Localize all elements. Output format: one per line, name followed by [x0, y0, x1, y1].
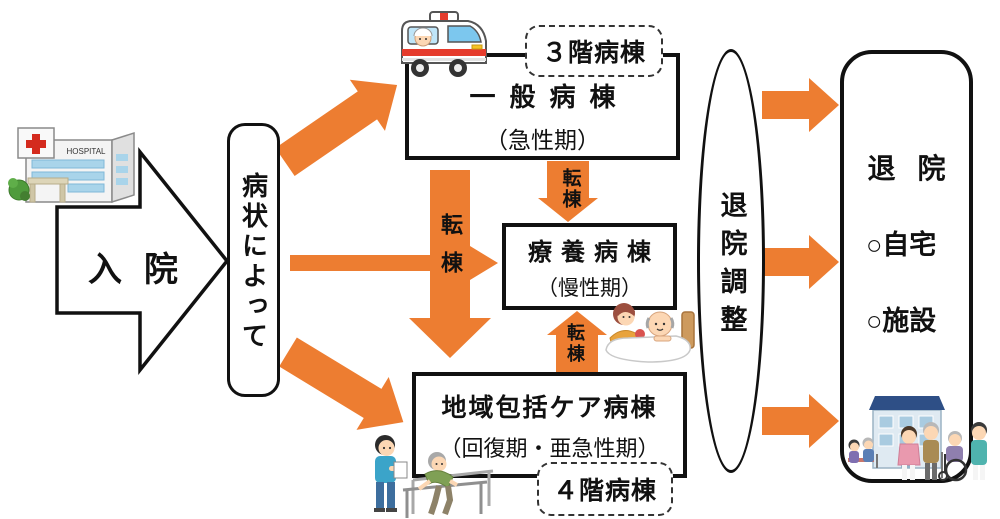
floor4-badge: ４階病棟	[537, 462, 673, 516]
arrow-transfer-community-to-recuperation	[547, 311, 607, 372]
community-ward-title: 地域包括ケア病棟	[441, 393, 658, 422]
recuperation-ward-title: 療養病棟	[528, 238, 660, 266]
condition-label: 病状によって	[238, 172, 269, 352]
recuperation-ward-phase: （慢性期）	[537, 276, 642, 300]
transfer-label-up: 転棟	[555, 318, 595, 366]
bedside-care-illustration	[605, 303, 695, 363]
arrow-to-general-ward	[275, 79, 398, 177]
hospital-sign-text: HOSPITAL	[67, 147, 107, 156]
recuperation-ward-box: 療養病棟 （慢性期）	[502, 223, 677, 310]
general-ward-phase: （急性期）	[485, 126, 600, 153]
admission-arrow	[55, 147, 230, 375]
transfer-label-main: 転棟	[424, 195, 476, 290]
arrow-transfer-general-to-community	[409, 170, 491, 358]
arrow-to-recuperation-ward	[290, 246, 498, 280]
red-cross-icon	[26, 134, 46, 154]
arrow-discharge-bottom	[762, 394, 839, 448]
arrow-discharge-middle	[762, 235, 839, 289]
transfer-label-down: 転棟	[550, 163, 590, 213]
admission-label: 入院	[88, 251, 200, 289]
discharge-title: 退院	[867, 153, 968, 184]
floor4-badge-label: ４階病棟	[552, 477, 657, 505]
rehabilitation-illustration	[374, 435, 494, 518]
discharge-option-facility: ○施設	[866, 306, 937, 336]
arrow-discharge-top	[762, 78, 839, 132]
care-facility-illustration	[848, 396, 987, 482]
discharge-option-home: ○自宅	[866, 230, 937, 260]
transfer-label-up-text: 転棟	[565, 322, 585, 365]
floor3-badge: ３階病棟	[525, 25, 663, 77]
condition-box: 病状によって	[227, 123, 280, 397]
hospital-illustration: HOSPITAL	[8, 127, 135, 204]
transfer-label-down-text: 転棟	[559, 168, 581, 210]
arrow-to-community-ward	[279, 337, 404, 430]
community-ward-box: 地域包括ケア病棟 （回復期・亜急性期）	[412, 372, 687, 478]
transfer-label-main-text: 転棟	[438, 212, 463, 289]
floor3-badge-label: ３階病棟	[541, 39, 646, 67]
ambulance-illustration	[401, 11, 487, 77]
general-ward-title: 一般病棟	[469, 81, 630, 112]
discharge-coordination-label: 退院調整	[716, 190, 747, 343]
arrow-transfer-general-to-recuperation	[538, 161, 598, 222]
community-ward-phase: （回復期・亜急性期）	[439, 435, 660, 461]
discharge-coordination-ellipse: 退院調整	[697, 49, 765, 473]
